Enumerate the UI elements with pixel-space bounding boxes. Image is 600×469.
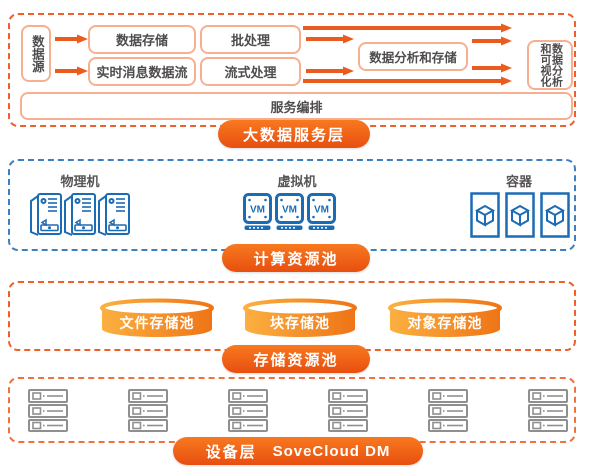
cylinder-icon (388, 298, 502, 337)
cube-box-icon (470, 192, 500, 238)
tower-server-icon (30, 193, 62, 236)
physical-machine-icons (29, 192, 131, 236)
compute-pool-pill: 计算资源池 (222, 244, 370, 272)
analysis-storage-box: 数据分析和存储 (358, 42, 468, 71)
tower-server-icon (98, 193, 130, 236)
block-storage-cylinder: 块存储池 (242, 298, 358, 340)
vm-icon: VM (307, 193, 336, 230)
vm-icons: VM VM VM (243, 193, 336, 231)
data-storage-box: 数据存储 (88, 25, 196, 54)
virtual-machine-label: 虚拟机 (277, 174, 317, 189)
bigdata-layer-pill: 大数据服务层 (218, 120, 370, 148)
rack-server-icon (528, 389, 568, 432)
container-icons (470, 192, 570, 238)
cube-box-icon (505, 192, 535, 238)
device-layer-pill: 设备层 SoveCloud DM (173, 437, 423, 465)
stream-processing-box: 流式处理 (200, 57, 301, 86)
svg-text:VM: VM (314, 205, 329, 216)
cylinder-icon (243, 298, 357, 337)
svg-text:VM: VM (250, 205, 265, 216)
tower-server-icon (64, 193, 96, 236)
vm-icon: VM (275, 193, 304, 230)
cylinder-icon (100, 298, 214, 337)
rack-server-icon (128, 389, 168, 432)
data-source-box: 数据源 (21, 25, 51, 82)
batch-processing-box: 批处理 (200, 25, 301, 54)
object-storage-label: 对象存储池 (407, 315, 483, 331)
analysis-visualization-box: 数据分析和可视化 (527, 40, 573, 90)
container-label: 容器 (505, 174, 532, 189)
vm-icon: VM (243, 193, 272, 230)
block-storage-label: 块存储池 (270, 315, 330, 331)
rack-server-icon (428, 389, 468, 432)
device-layer-label-en: SoveCloud DM (272, 442, 391, 460)
cube-box-icon (540, 192, 570, 238)
rack-server-icon (228, 389, 268, 432)
storage-pool-pill: 存储资源池 (222, 345, 370, 373)
service-orchestration-bar: 服务编排 (20, 92, 573, 120)
file-storage-cylinder: 文件存储池 (99, 298, 215, 340)
rack-server-icon (328, 389, 368, 432)
object-storage-cylinder: 对象存储池 (387, 298, 503, 340)
svg-text:VM: VM (282, 205, 297, 216)
rack-server-icon (28, 389, 68, 432)
file-storage-label: 文件存储池 (119, 315, 195, 331)
physical-machine-label: 物理机 (60, 174, 100, 189)
device-layer-label-cn: 设备层 (205, 443, 257, 461)
rack-server-icons (28, 389, 568, 432)
realtime-stream-box: 实时消息数据流 (88, 57, 196, 86)
